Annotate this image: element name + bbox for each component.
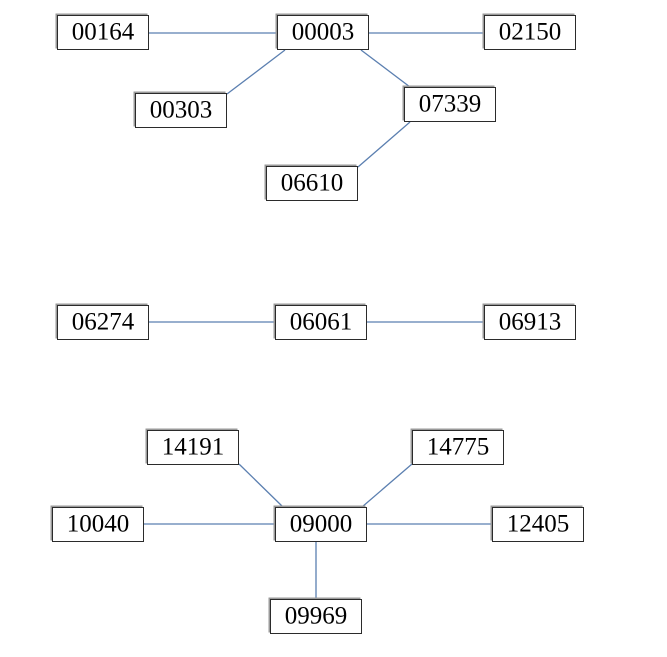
graph-node-label: 06274 [71, 308, 135, 336]
graph-node-label: 00303 [149, 96, 213, 124]
graph-node-label: 07339 [418, 90, 482, 118]
graph-node-06274[interactable]: 06274 [57, 305, 149, 340]
graph-node-label: 00164 [71, 18, 135, 46]
graph-node-00303[interactable]: 00303 [135, 93, 227, 128]
graph-node-label: 06610 [280, 169, 344, 197]
graph-node-09969[interactable]: 09969 [270, 599, 362, 634]
graph-node-label: 02150 [498, 18, 562, 46]
graph-edge [360, 49, 411, 88]
graph-node-label: 14775 [426, 433, 490, 461]
graph-node-10040[interactable]: 10040 [52, 507, 144, 542]
graph-node-06913[interactable]: 06913 [484, 305, 576, 340]
graph-edge [238, 463, 284, 508]
graph-node-label: 09969 [284, 602, 348, 630]
graph-edge [357, 121, 411, 168]
graph-node-06061[interactable]: 06061 [275, 305, 367, 340]
graph-node-06610[interactable]: 06610 [266, 166, 358, 201]
graph-node-12405[interactable]: 12405 [492, 507, 584, 542]
graph-node-14191[interactable]: 14191 [147, 430, 239, 465]
graph-node-00164[interactable]: 00164 [57, 15, 149, 50]
graph-node-label: 14191 [161, 433, 225, 461]
graph-node-07339[interactable]: 07339 [404, 87, 496, 122]
graph-node-label: 12405 [506, 510, 570, 538]
graph-edge [361, 463, 413, 508]
graph-node-09000[interactable]: 09000 [275, 507, 367, 542]
graph-node-label: 06061 [289, 308, 353, 336]
graph-node-00003[interactable]: 00003 [277, 15, 369, 50]
graph-node-02150[interactable]: 02150 [484, 15, 576, 50]
graph-node-label: 00003 [291, 18, 355, 46]
graph-node-label: 06913 [498, 308, 562, 336]
graph-node-label: 10040 [66, 510, 130, 538]
graph-edge [226, 49, 286, 95]
graph-node-14775[interactable]: 14775 [412, 430, 504, 465]
graph-node-label: 09000 [289, 510, 353, 538]
